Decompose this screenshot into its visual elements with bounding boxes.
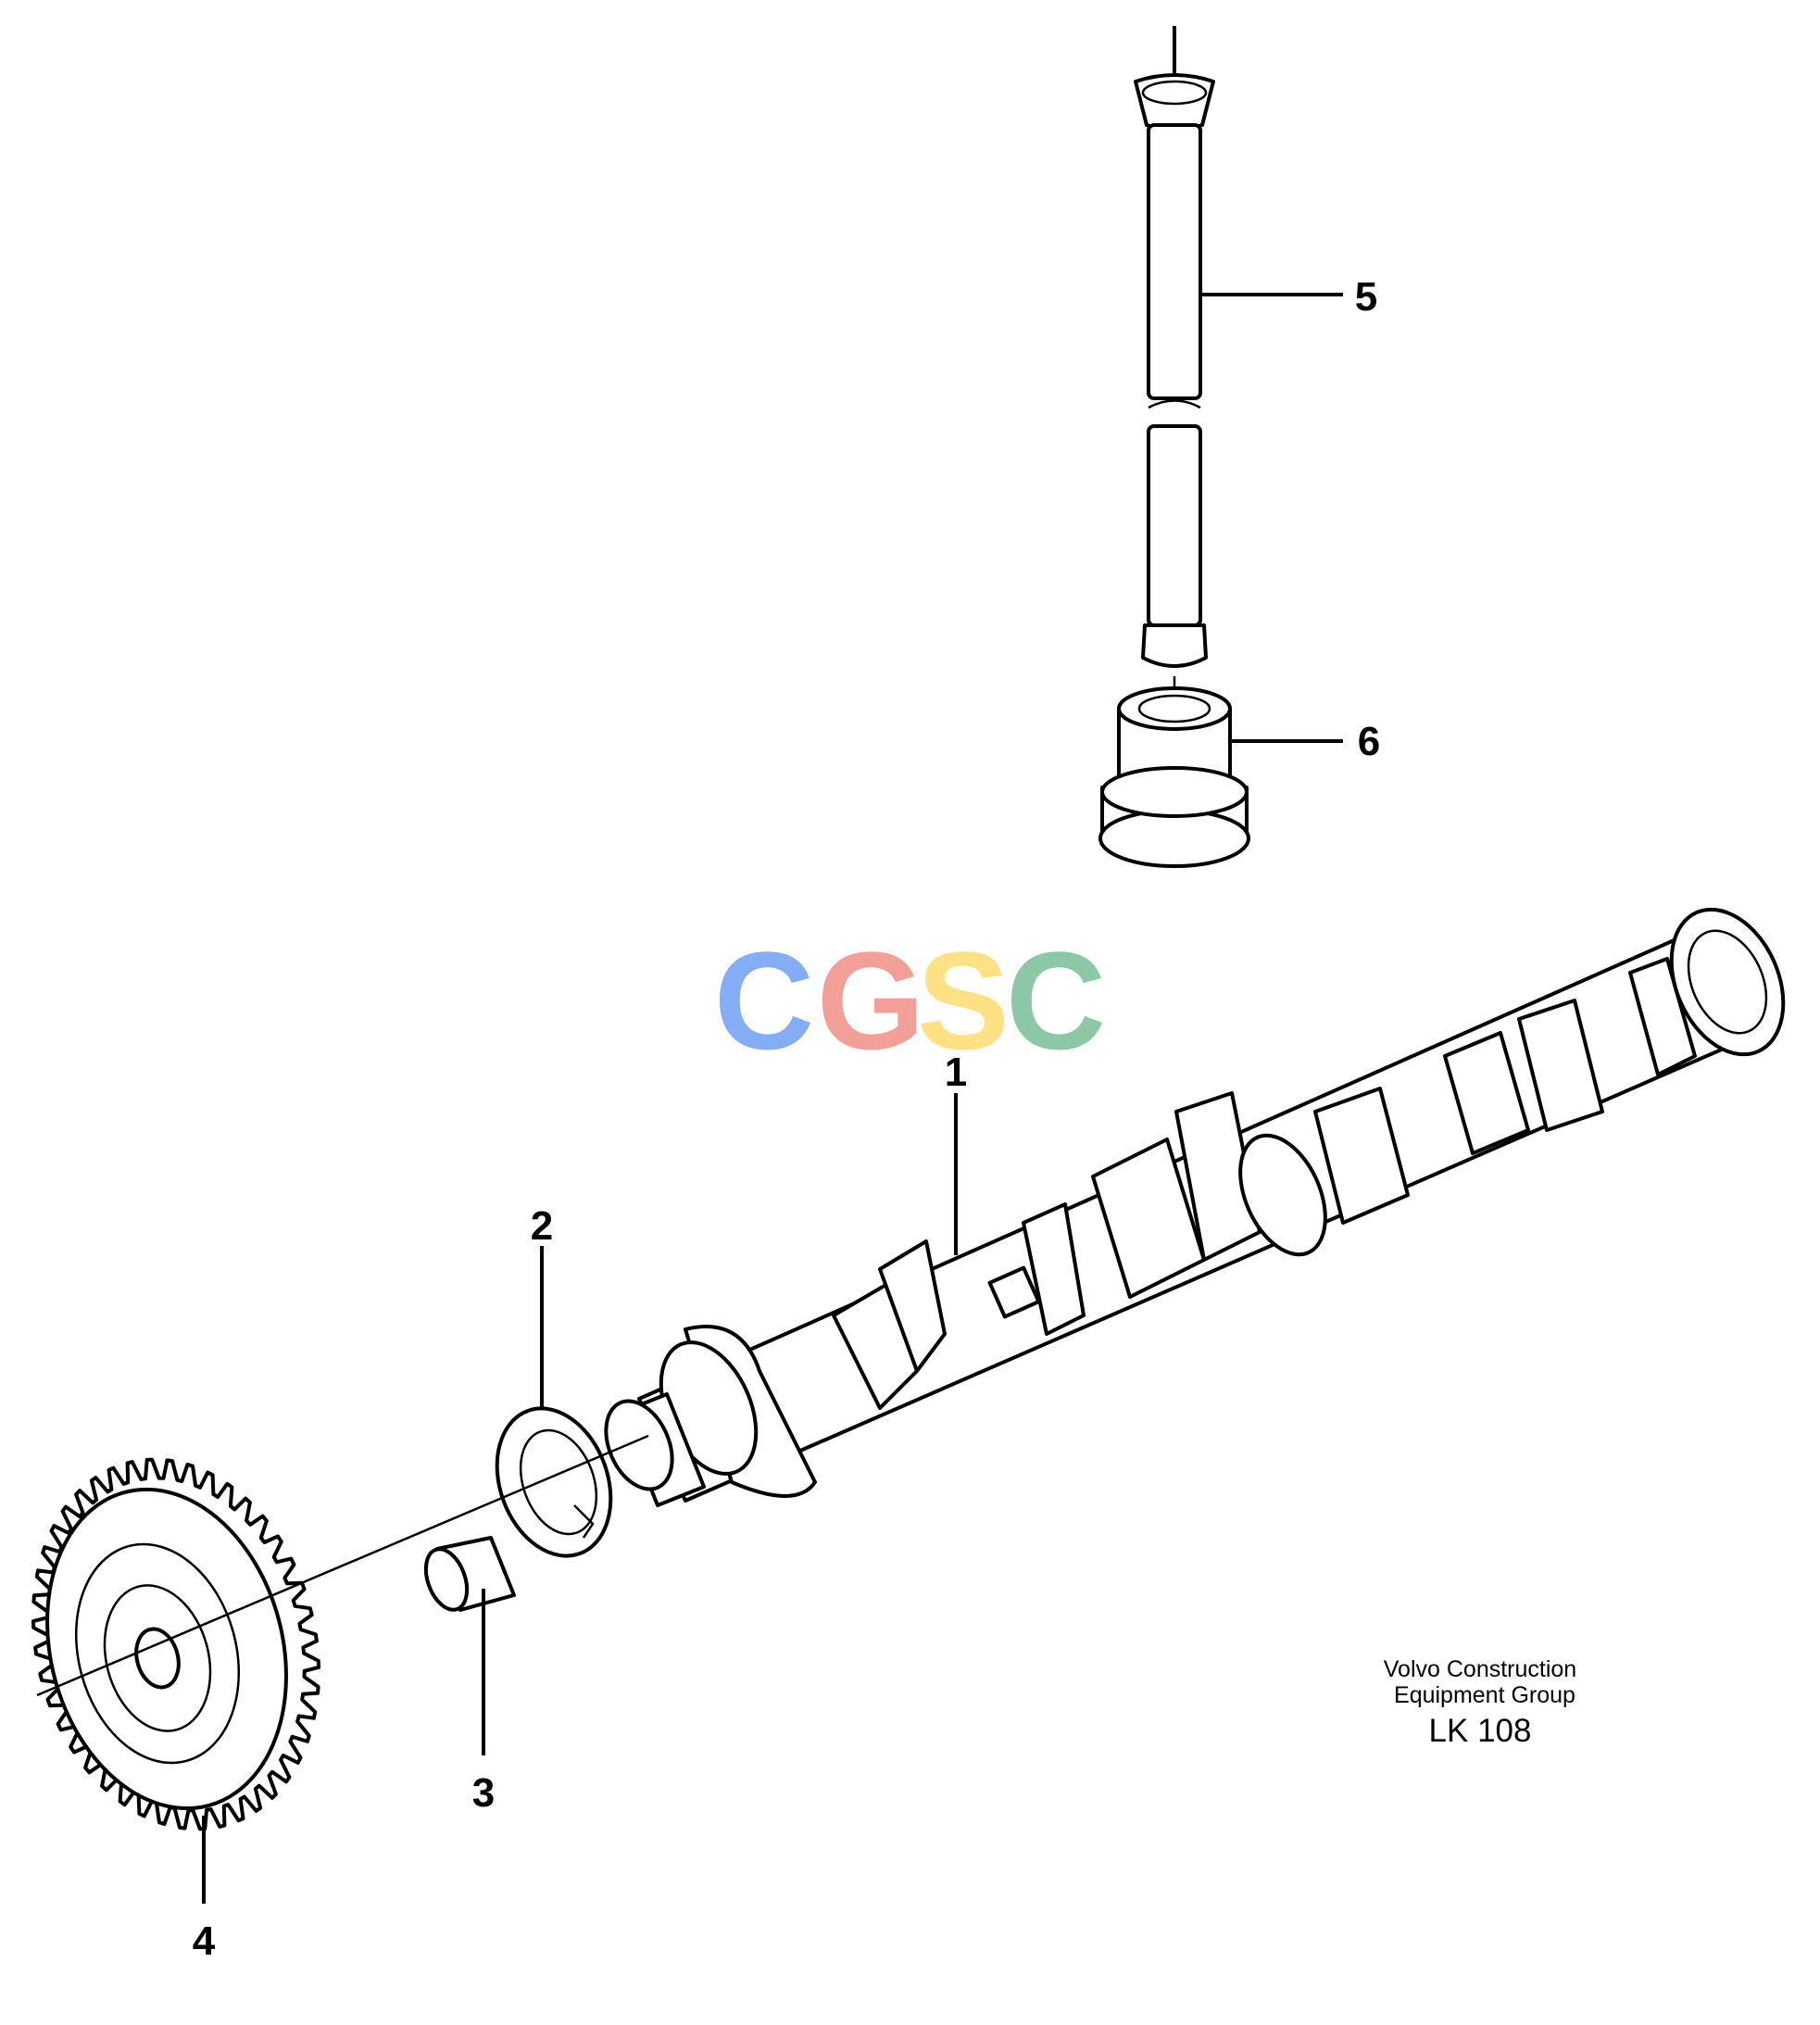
callout-2: 2 xyxy=(531,1203,553,1249)
leader-lines xyxy=(202,293,1343,1904)
watermark-letter-3: S xyxy=(917,923,1010,1078)
dowel-pin xyxy=(423,1536,516,1612)
callout-3: 3 xyxy=(472,1770,495,1816)
thrust-washer xyxy=(495,1406,613,1558)
drawing-code: LK 108 xyxy=(1429,1713,1532,1749)
camshaft-gear xyxy=(31,1457,320,1831)
watermark-letter-1: C xyxy=(714,923,814,1078)
credit-line-1: Volvo Construction xyxy=(1384,1656,1576,1682)
credit-line-2: Equipment Group xyxy=(1394,1682,1575,1708)
valve-tappet xyxy=(1098,686,1250,868)
watermark-letter-2: G xyxy=(817,923,925,1078)
watermark-letter-4: C xyxy=(1006,923,1106,1078)
assembly-axis xyxy=(36,1434,649,1697)
watermark-logo: C G S C xyxy=(714,923,1106,1078)
callout-1: 1 xyxy=(945,1050,967,1095)
push-rod xyxy=(1134,26,1215,709)
callout-4: 4 xyxy=(193,1918,216,1964)
callout-5: 5 xyxy=(1355,274,1377,320)
callout-6: 6 xyxy=(1358,719,1380,764)
camshaft xyxy=(604,907,1786,1507)
